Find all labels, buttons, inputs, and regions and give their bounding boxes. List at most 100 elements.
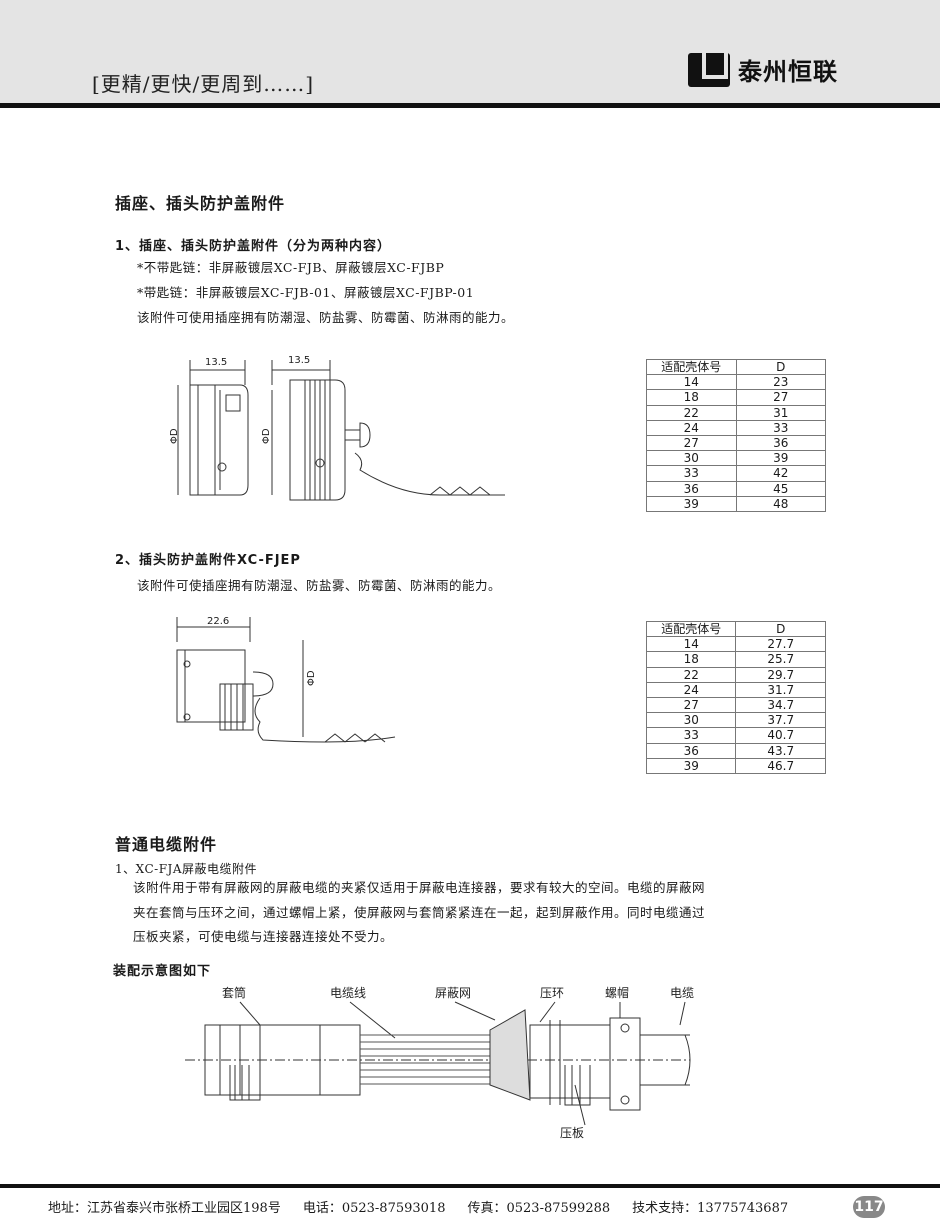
cell: 22 [646,404,737,421]
cell: 43.7 [735,742,826,759]
dim-dia-b: ΦD [261,428,272,444]
sub1-line: *带匙链：非屏蔽镀层XC-FJB-01、屏蔽镀层XC-FJBP-01 [137,285,475,300]
company-logo: 泰州恒联 [688,52,838,87]
cell: 31.7 [735,681,826,698]
dim-dia: ΦD [169,428,180,444]
cell: 48 [735,495,826,512]
cell: 39 [646,495,737,512]
section2-line: 夹在套筒与压环之间，通过螺帽上紧，使屏蔽网与套筒紧紧连在一起，起到屏蔽作用。同时… [133,905,706,920]
logo-text: 泰州恒联 [738,58,838,86]
cell: 45 [735,480,826,497]
cap-drawing-2: 22.6 ΦD [176,616,396,743]
assembly-diagram: 套筒 电缆线 屏蔽网 压环 螺帽 电缆 压板 [185,985,694,1140]
section2-line: 压板夹紧，可使电缆与连接器连接处不受力。 [133,929,394,944]
footer-phone: 电话：0523-87593018 [302,1201,446,1216]
slogan: [更精/更快/更周到……] [92,72,315,96]
cell: 24 [645,681,737,698]
cell: 22 [645,666,737,683]
sub2-title: 2、插头防护盖附件XC-FJEP [115,553,301,568]
cell: 24 [646,419,737,436]
cell: 33 [645,727,737,744]
label-sleeve: 套筒 [222,985,246,1000]
cell: 29.7 [735,666,826,683]
cell: 27 [735,389,826,406]
dim-width-a: 13.5 [205,357,227,368]
dim-dia: ΦD [306,670,317,686]
section2-sub-title: 1、XC-FJA屏蔽电缆附件 [115,862,258,876]
logo-mark-icon [688,52,730,87]
dim-width: 22.6 [207,616,229,627]
header-cell: D [735,620,826,638]
cell: 36 [645,742,737,759]
cell: 31 [735,404,826,421]
cell: 25.7 [735,651,826,668]
diagram-title: 装配示意图如下 [113,964,212,979]
cell: 27 [645,696,737,714]
section2-title: 普通电缆附件 [115,835,218,854]
cell: 27.7 [735,636,826,653]
page-header [0,0,940,103]
sub1-line: 该附件可使用插座拥有防潮湿、防盐雾、防霉菌、防淋雨的能力。 [137,310,515,325]
label-plate: 压板 [560,1126,584,1140]
sub2-line: 该附件可使插座拥有防潮湿、防盐雾、防霉菌、防淋雨的能力。 [137,578,502,593]
cell: 37.7 [735,712,826,729]
section1-title: 插座、插头防护盖附件 [115,194,286,213]
label-shield: 屏蔽网 [435,986,471,1000]
header-divider [0,103,940,108]
cell: 39 [645,757,737,774]
cell: 30 [645,712,737,729]
label-wire: 电缆线 [330,986,366,1000]
cell: 14 [645,636,737,653]
cell: 30 [646,450,737,467]
cell: 27 [646,434,737,452]
dim-width-b: 13.5 [288,355,310,366]
sub1-line: *不带匙链：非屏蔽镀层XC-FJB、屏蔽镀层XC-FJBP [137,260,445,275]
footer: 地址：江苏省泰兴市张桥工业园区198号 电话：0523-87593018 传真：… [48,1197,788,1216]
cell: 18 [645,651,737,668]
cell: 36 [646,480,737,497]
label-ring: 压环 [540,986,564,1000]
cell: 42 [735,465,826,482]
page-number: 117 [853,1196,885,1218]
section2-line: 该附件用于带有屏蔽网的屏蔽电缆的夹紧仅适用于屏蔽电连接器，要求有较大的空间。电缆… [133,880,706,895]
cell: 14 [646,374,737,391]
cell: 18 [646,389,737,406]
cell: 40.7 [735,727,826,744]
cell: 36 [735,434,826,452]
label-nut: 螺帽 [605,985,629,1000]
cell: 23 [735,374,826,391]
cap-drawing-1: 13.5 ΦD 13.5 ΦD [169,355,505,501]
sub1-title: 1、插座、插头防护盖附件（分为两种内容） [115,239,392,254]
header-cell: D [735,358,826,376]
cell: 33 [735,419,826,436]
cell: 39 [735,450,826,467]
label-cable: 电缆 [670,986,694,1000]
footer-fax: 传真：0523-87599288 [467,1201,611,1216]
cell: 33 [646,465,737,482]
cell: 34.7 [735,696,826,714]
footer-support: 技术支持：13775743687 [632,1201,789,1216]
header-cell: 适配壳体号 [645,620,737,638]
footer-divider [0,1184,940,1188]
